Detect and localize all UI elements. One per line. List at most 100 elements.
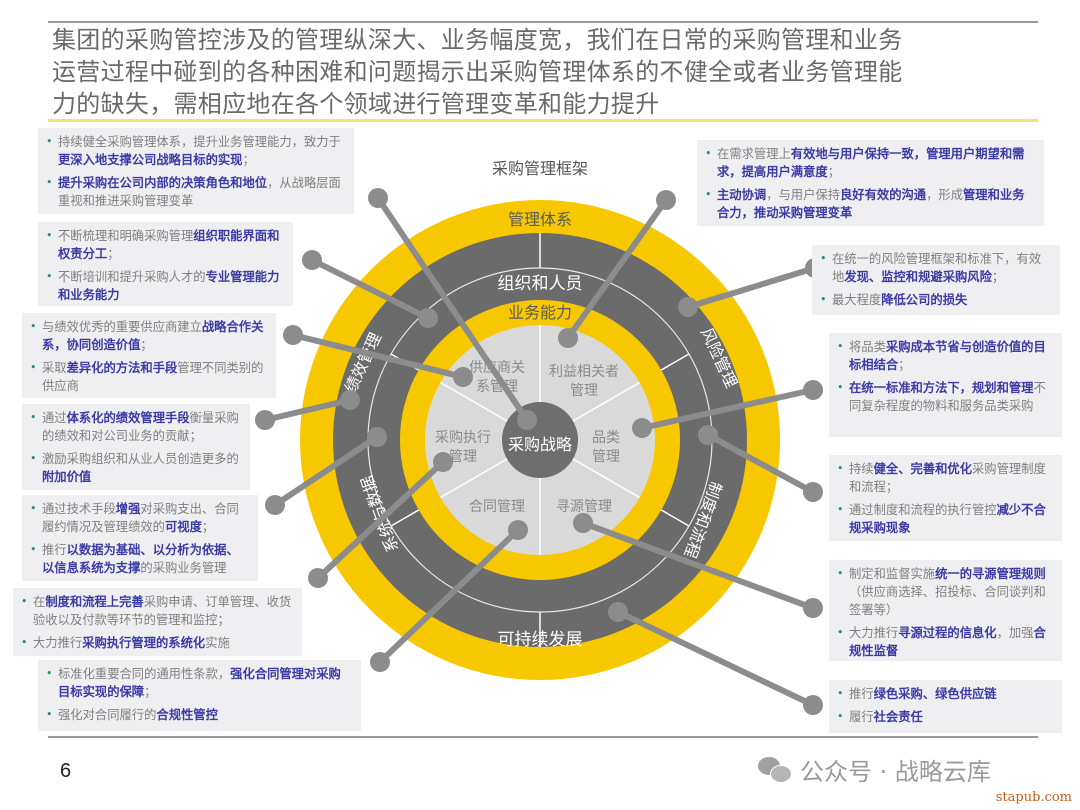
emphasis-text: 有效地与用户保持一致，管理用户期望和需求，提高用户满意度 [717,146,1025,179]
title-line: 运营过程中碰到的各种困难和问题揭示出采购管理体系的不健全或者业务管理能 [52,58,903,86]
emphasis-text: 以数据为基础、以分析为依据、以信息系统为支撑 [42,542,239,575]
right-callout-box: 在需求管理上有效地与用户保持一致，管理用户期望和需求，提高用户满意度； 主动协调，… [697,140,1044,226]
left-callout-box: 通过技术手段增强对采购支出、合同履约情况及管理绩效的可视度；推行以数据为基础、以… [22,495,258,581]
body-text: ，从战略层面重视和推进采购管理变革 [58,176,341,208]
body-text: 通过制度和流程的执行管控 [849,503,997,517]
emphasis-text: 合规性管控 [156,707,218,722]
leader-dot [368,188,388,208]
emphasis-text: 合规性监督 [849,625,1046,658]
emphasis-text: 良好有效的沟通 [840,187,927,202]
ring-label-sustainability: 可持续发展 [498,630,583,650]
segment-supplier-line1: 供应商关 [469,359,525,376]
wechat-icon [758,756,792,783]
leader-line [641,387,814,431]
leader-line [706,432,815,495]
right-callout-box: 持续健全、完善和优化采购管理制度和流程；通过制度和流程的执行管控减少不合规采购现… [829,455,1062,541]
title-line: 集团的采购管控涉及的管理纵深大、业务幅度宽，我们在日常的采购管理和业务 [52,26,903,54]
callout-bullet: 不断梳理和明确采购管理组织职能界面和权责分工； [46,227,285,263]
left-callout-box: 通过体系化的绩效管理手段衡量采购的绩效和对公司业务的贡献；激励采购组织和从业人员… [22,404,250,490]
emphasis-text: 统一的寻源管理规则 [935,566,1046,581]
right-callout-box: 制定和监督实施统一的寻源管理规则（供应商选择、招投标、合同谈判和签署等） 大力推行… [829,560,1062,661]
segment-stakeholder-line2: 管理 [570,383,598,399]
left-callout-box: 标准化重要合同的通用性条款，强化合同管理对采购目标实现的保障；强化对合同履行的合… [38,660,361,731]
body-text: 在需求管理上 [717,147,791,161]
left-callout-box: 持续健全采购管理体系，提升业务管理能力，致力于更深入地支撑公司战略目标的实现； 提… [38,128,354,214]
segment-execution-line2: 管理 [449,449,477,465]
body-text: ，加强 [996,626,1034,640]
emphasis-text: 采购成本节省与创造价值的目标相结合 [849,339,1046,372]
emphasis-text: 采购执行管理的系统化 [82,635,206,650]
leader-line [292,332,464,380]
body-text: 通过 [42,411,67,425]
footer-divider [48,736,1038,738]
leader-dot [803,380,823,400]
emphasis-text: 管理和业务合力，推动采购管理变革 [717,187,1025,220]
site-url: stapub.com [995,790,1072,805]
body-text: ； [144,685,157,699]
leader-line [565,198,669,340]
callout-bullet: 大力推行寻源过程的信息化，加强合规性监督 [837,624,1054,660]
leader-dot [367,427,387,447]
body-text: 在统一的风险管理框架和标准下，有效地 [832,252,1042,284]
callout-bullet: 激励采购组织和从业人员创造更多的附加价值 [30,450,242,486]
emphasis-text: 健全、完善和优化 [873,461,972,476]
segment-divider [440,381,508,422]
callout-bullet: 在统一标准和方法下，规划和管理不同复杂程度的物料和服务品类采购 [837,379,1054,415]
outer-ring-label: 管理体系 [508,210,572,229]
body-text: ； [898,358,911,372]
leader-dot [803,695,823,715]
body-text: 大力推行 [849,626,899,640]
leader-dot [632,418,652,438]
segment-category-line2: 管理 [592,449,620,465]
left-callout-box: 在制度和流程上完善采购申请、订单管理、收货验收以及付款等环节的管理和监控；大力推… [13,588,302,656]
emphasis-text: 寻源过程的信息化 [898,625,997,640]
emphasis-text: 制度和流程上完善 [45,594,144,609]
body-text: 采购管理制度和流程； [849,462,1046,494]
callout-bullet: 主动协调，与用户保持良好有效的沟通，形成管理和业务合力，推动采购管理变革 [705,186,1036,222]
callout-bullet: 在制度和流程上完善采购申请、订单管理、收货验收以及付款等环节的管理和监控； [21,593,294,629]
inner-ring-label: 业务能力 [508,303,572,322]
title-underline [48,119,1038,122]
left-callout-box: 不断梳理和明确采购管理组织职能界面和权责分工； 不断培训和提升采购人才的专业管理能… [38,222,293,306]
emphasis-text: 发现、监控和规避采购风险 [844,269,992,284]
callout-bullet: 推行绿色采购、绿色供应链 [837,685,1054,703]
emphasis-text: 体系化的绩效管理手段 [66,410,190,425]
body-text: ； [140,338,153,352]
callout-bullet: 在统一的风险管理框架和标准下，有效地发现、监控和规避采购风险； [820,250,1052,286]
callout-bullet: 履行社会责任 [837,708,1054,726]
body-text: 通过技术手段 [42,502,116,516]
body-text: 在 [33,595,46,609]
leader-line [273,434,379,508]
body-text: ； [827,165,840,179]
body-text: ； [242,153,255,167]
right-callout-box: 在统一的风险管理框架和标准下，有效地发现、监控和规避采购风险；最大程度降低公司的… [812,245,1060,315]
body-text: 制定和监督实施 [849,567,936,581]
right-callout-box: 推行绿色采购、绿色供应链履行社会责任 [829,680,1062,733]
ring-divider [390,509,420,527]
leader-dot [517,410,537,430]
callout-bullet: 持续健全采购管理体系，提升业务管理能力，致力于更深入地支撑公司战略目标的实现； [46,133,346,169]
emphasis-text: 提升采购在公司内部的决策角色和地位 [58,175,268,190]
emphasis-text: 附加价值 [42,469,92,484]
callout-bullet: 制定和监督实施统一的寻源管理规则（供应商选择、招投标、合同谈判和签署等） [837,565,1054,619]
center-strategy-label: 采购战略 [508,435,572,454]
leader-dot [340,390,360,410]
callout-bullet: 在需求管理上有效地与用户保持一致，管理用户期望和需求，提高用户满意度； [705,145,1036,181]
segment-divider [440,458,508,499]
slide-title: 集团的采购管控涉及的管理纵深大、业务幅度宽，我们在日常的采购管理和业务 运营过程… [52,24,1042,120]
leader-line [581,520,815,611]
callout-bullet: 提升采购在公司内部的决策角色和地位，从战略层面重视和推进采购管理变革 [46,174,346,210]
body-text: 最大程度 [832,293,882,307]
body-text: 与绩效优秀的重要供应商建立 [42,320,202,334]
leader-dot [698,425,718,445]
body-text: ； [201,520,215,534]
body-text: ； [991,270,1005,284]
leader-line [315,459,446,581]
callout-bullet: 不断培训和提升采购人才的专业管理能力和业务能力 [46,268,285,304]
emphasis-text: 绿色采购、绿色供应链 [873,686,997,701]
body-text: 不断梳理和明确采购管理 [58,229,194,243]
right-callout-box: 将品类采购成本节省与创造价值的目标相结合；在统一标准和方法下，规划和管理不同复杂… [829,333,1062,437]
left-callout-box: 与绩效优秀的重要供应商建立战略合作关系，协同创造价值；采取差异化的方法和手段管理… [22,313,276,398]
leader-dot [418,308,438,328]
